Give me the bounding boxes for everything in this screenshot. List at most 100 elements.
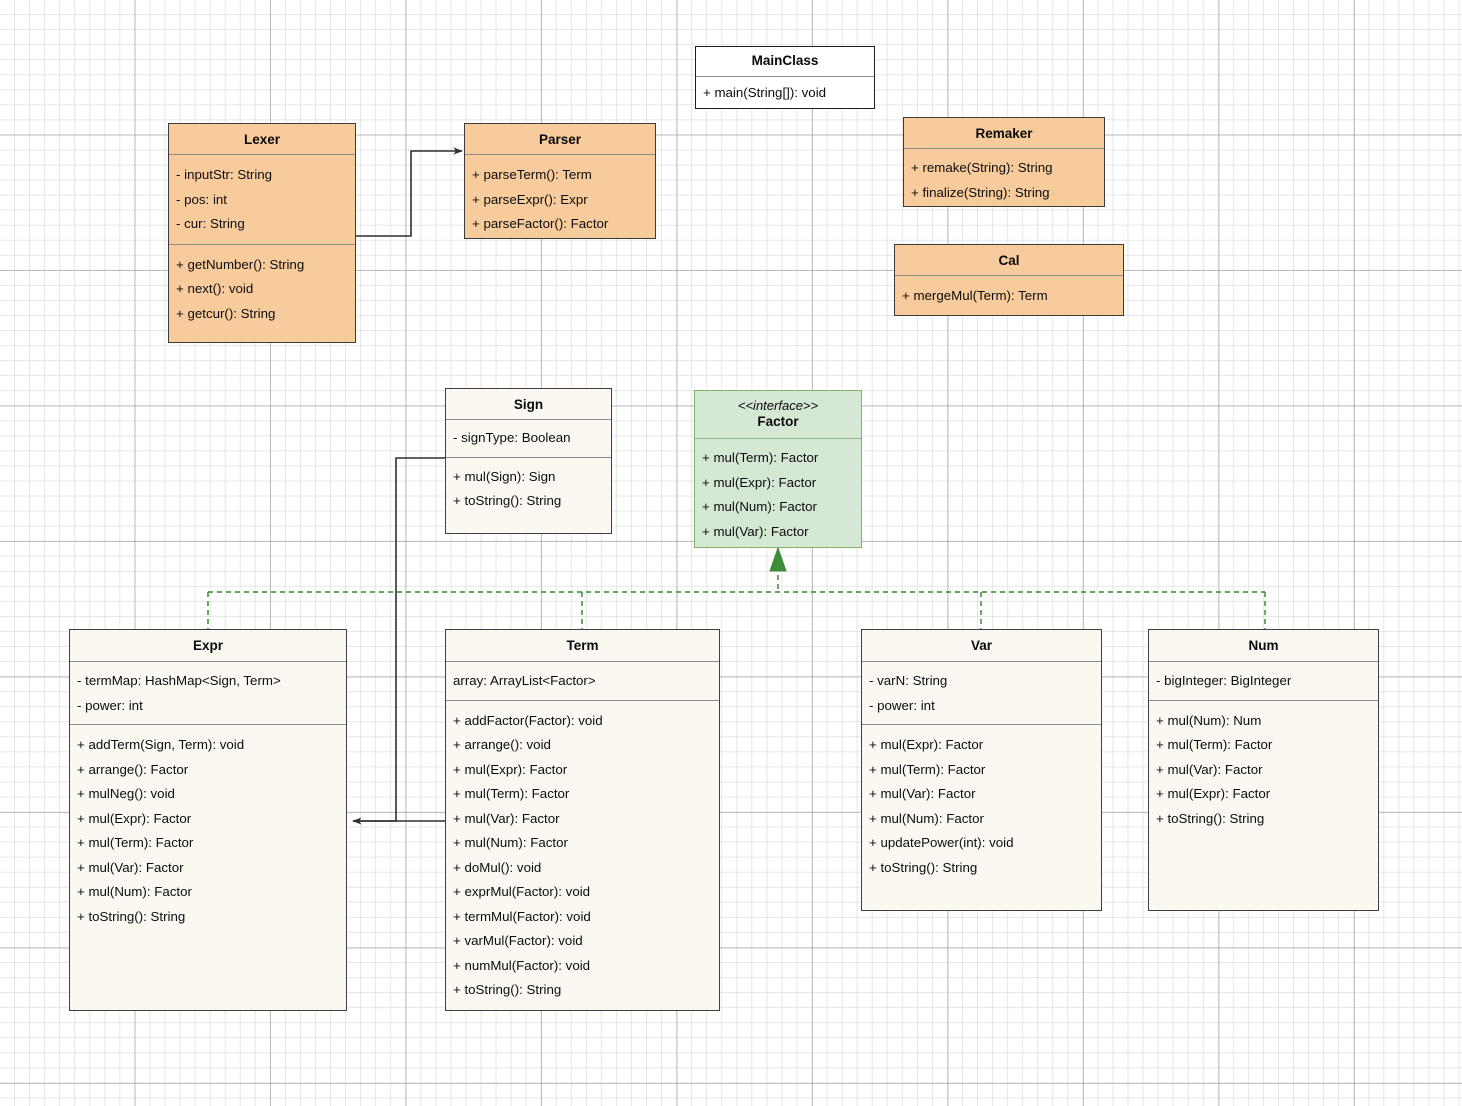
attribute-row: - cur: String (176, 216, 245, 231)
class-name: Cal (998, 253, 1020, 268)
method-row: + mulNeg(): void (77, 786, 175, 801)
methods-compartment-expr: + addTerm(Sign, Term): void + arrange():… (70, 725, 346, 935)
method-row: + mul(Term): Factor (869, 761, 986, 777)
method-row: + toString(): String (453, 982, 562, 997)
attributes-compartment-num: - bigInteger: BigInteger (1149, 662, 1378, 700)
divider (446, 419, 611, 420)
method-row: + getNumber(): String (176, 256, 305, 272)
method-row: + mul(Term): Factor (453, 786, 570, 801)
methods-compartment-factor: + mul(Term): Factor + mul(Expr): Factor … (695, 439, 861, 547)
class-title-remaker: Remaker (904, 118, 1104, 148)
method-row: + mul(Term): Factor (1156, 737, 1273, 752)
class-name: Expr (192, 638, 223, 653)
method-row: + mul(Var): Factor (1156, 761, 1263, 777)
class-box-factor[interactable]: <<interface>> Factor + mul(Term): Factor… (694, 390, 862, 548)
class-title-factor: <<interface>> Factor (695, 391, 861, 438)
class-name: Factor (757, 413, 799, 429)
method-row: + mul(Num): Factor (77, 884, 192, 899)
divider (1149, 661, 1378, 662)
method-row: + varMul(Factor): void (453, 933, 583, 948)
method-row: + mul(Expr): Factor (77, 810, 192, 826)
method-row: + mul(Num): Factor (453, 835, 568, 850)
class-name: Parser (538, 132, 582, 147)
method-row: + toString(): String (453, 493, 562, 508)
method-row: + getcur(): String (176, 305, 276, 321)
divider (904, 148, 1104, 149)
class-box-num[interactable]: Num - bigInteger: BigInteger + mul(Num):… (1148, 629, 1379, 911)
method-row: + mul(Sign): Sign (453, 468, 556, 484)
class-name: Term (566, 638, 599, 653)
attribute-row: - varN: String (869, 673, 948, 688)
method-row: + parseTerm(): Term (472, 167, 592, 182)
attributes-compartment-var: - varN: String - power: int (862, 662, 1101, 724)
methods-compartment-sign: + mul(Sign): Sign + toString(): String (446, 458, 611, 520)
divider (446, 699, 719, 701)
method-row: + main(String[]): void (703, 85, 827, 100)
divider (446, 661, 719, 662)
method-row: + numMul(Factor): void (453, 957, 591, 973)
method-row: + mul(Var): Factor (869, 786, 976, 801)
method-row: + mul(Term): Factor (77, 835, 194, 850)
class-title-sign: Sign (446, 389, 611, 419)
class-title-term: Term (446, 630, 719, 661)
class-name: Var (970, 638, 993, 653)
class-title-expr: Expr (70, 630, 346, 661)
class-name: Lexer (243, 132, 281, 147)
method-row: + addTerm(Sign, Term): void (77, 737, 245, 752)
divider (70, 724, 346, 725)
attribute-row: - pos: int (176, 191, 227, 207)
attribute-row: - termMap: HashMap<Sign, Term> (77, 673, 281, 688)
method-row: + mul(Var): Factor (702, 523, 809, 539)
class-name: MainClass (751, 53, 819, 68)
method-row: + doMul(): void (453, 859, 542, 875)
methods-compartment-term: + addFactor(Factor): void + arrange(): v… (446, 701, 719, 1009)
class-title-parser: Parser (465, 124, 655, 154)
attribute-row: - signType: Boolean (453, 430, 571, 445)
method-row: + mergeMul(Term): Term (902, 288, 1048, 303)
method-row: + mul(Num): Num (1156, 712, 1262, 728)
divider (895, 275, 1123, 276)
attributes-compartment-sign: - signType: Boolean (446, 420, 611, 457)
class-box-cal[interactable]: Cal + mergeMul(Term): Term (894, 244, 1124, 316)
class-box-parser[interactable]: Parser + parseTerm(): Term + parseExpr()… (464, 123, 656, 239)
method-row: + mul(Num): Factor (869, 810, 984, 826)
class-box-term[interactable]: Term array: ArrayList<Factor> + addFacto… (445, 629, 720, 1011)
method-row: + parseFactor(): Factor (472, 216, 609, 231)
attributes-compartment-term: array: ArrayList<Factor> (446, 662, 719, 700)
method-row: + mul(Expr): Factor (702, 474, 817, 490)
class-box-sign[interactable]: Sign - signType: Boolean + mul(Sign): Si… (445, 388, 612, 534)
link-realization-bus (207, 546, 1266, 629)
divider (169, 243, 355, 245)
class-box-lexer[interactable]: Lexer - inputStr: String - pos: int - cu… (168, 123, 356, 343)
methods-compartment-lexer: + getNumber(): String + next(): void + g… (169, 245, 355, 334)
method-row: + toString(): String (869, 859, 978, 875)
divider (696, 76, 874, 77)
class-box-var[interactable]: Var - varN: String - power: int + mul(Ex… (861, 629, 1102, 911)
method-row: + mul(Var): Factor (77, 859, 184, 875)
methods-compartment-num: + mul(Num): Num + mul(Term): Factor + mu… (1149, 701, 1378, 838)
method-row: + addFactor(Factor): void (453, 712, 603, 728)
class-box-expr[interactable]: Expr - termMap: HashMap<Sign, Term> - po… (69, 629, 347, 1011)
method-row: + exprMul(Factor): void (453, 884, 591, 899)
attribute-row: - power: int (77, 697, 143, 713)
class-box-remaker[interactable]: Remaker + remake(String): String + final… (903, 117, 1105, 207)
class-title-num: Num (1149, 630, 1378, 661)
divider (70, 661, 346, 662)
class-box-mainclass[interactable]: MainClass + main(String[]): void (695, 46, 875, 109)
method-row: + next(): void (176, 281, 254, 296)
divider (465, 154, 655, 155)
attributes-compartment-expr: - termMap: HashMap<Sign, Term> - power: … (70, 662, 346, 724)
class-title-mainclass: MainClass (696, 47, 874, 76)
method-row: + updatePower(int): void (869, 835, 1014, 850)
class-title-var: Var (862, 630, 1101, 661)
class-title-lexer: Lexer (169, 124, 355, 154)
method-row: + mul(Var): Factor (453, 810, 560, 826)
attribute-row: - power: int (869, 697, 935, 713)
methods-compartment-mainclass: + main(String[]): void (696, 77, 874, 108)
method-row: + mul(Expr): Factor (869, 737, 984, 752)
methods-compartment-parser: + parseTerm(): Term + parseExpr(): Expr … (465, 155, 655, 238)
methods-compartment-var: + mul(Expr): Factor + mul(Term): Factor … (862, 725, 1101, 886)
attribute-row: - bigInteger: BigInteger (1156, 673, 1292, 688)
link-lexer-to-parser (356, 147, 463, 237)
divider (446, 456, 611, 458)
